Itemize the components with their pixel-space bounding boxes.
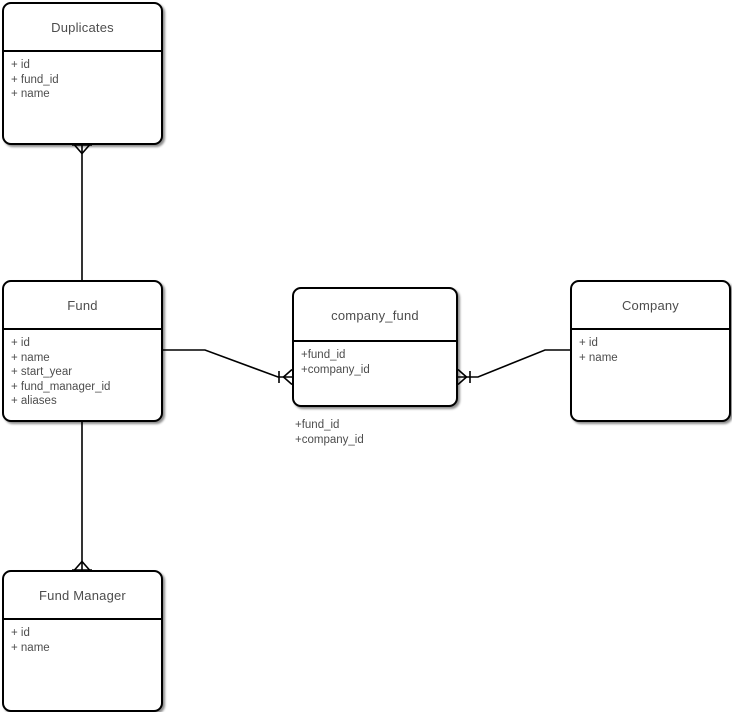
entity-title-fund: Fund	[67, 298, 98, 313]
entity-company_fund[interactable]: company_fund +fund_id +company_id	[292, 287, 458, 407]
attribute-row: + aliases	[11, 395, 57, 408]
attribute-row: +company_id	[301, 363, 370, 376]
attribute-row: + start_year	[11, 366, 73, 379]
entity-attributes-fund_manager: + id + name	[11, 626, 157, 655]
entity-title-company: Company	[621, 298, 680, 313]
attribute-row: + fund_manager_id	[11, 380, 111, 393]
attribute-row: + name	[11, 641, 50, 654]
entity-divider-duplicates	[4, 50, 161, 52]
entity-attributes-duplicates: + id + fund_id + name	[11, 58, 157, 102]
connector-fund-duplicates[interactable]	[72, 144, 92, 280]
entity-attributes-company: + id + name	[579, 336, 725, 365]
connector-fund-companyfund[interactable]	[163, 349, 293, 386]
entity-divider-fund	[4, 328, 161, 330]
attribute-row: + id	[11, 337, 30, 349]
attribute-row: + fund_id	[11, 73, 59, 86]
connector-companyfund-company[interactable]	[457, 349, 570, 386]
entity-divider-company	[572, 328, 729, 330]
entity-company[interactable]: Company + id + name	[570, 280, 731, 422]
attribute-row: + id	[11, 59, 30, 71]
attribute-row: + id	[579, 337, 598, 349]
connector-fund-fundmanager[interactable]	[72, 422, 92, 571]
entity-fund_manager[interactable]: Fund Manager + id + name	[2, 570, 163, 712]
entity-divider-company_fund	[294, 340, 456, 342]
entity-title-fund_manager: Fund Manager	[39, 588, 126, 603]
attribute-row: +fund_id	[301, 349, 346, 361]
entity-divider-fund_manager	[4, 618, 161, 620]
entity-attributes-fund: + id + name + start_year+ fund_manager_id +…	[11, 336, 157, 409]
entity-fund[interactable]: Fund + id + name + start_year+ fund_manager…	[2, 280, 163, 422]
entity-duplicates[interactable]: Duplicates + id + fund_id + name	[2, 2, 163, 145]
entity-title-company_fund: company_fund	[331, 308, 419, 323]
attribute-row: + name	[579, 351, 618, 364]
attribute-row: + name	[11, 351, 50, 364]
label-company-fund-keys: +fund_id +company_id	[295, 419, 364, 446]
entity-title-duplicates: Duplicates	[51, 20, 114, 35]
attribute-row: + name	[11, 88, 50, 101]
attribute-row: + id	[11, 627, 30, 639]
entity-attributes-company_fund: +fund_id +company_id	[301, 348, 452, 377]
